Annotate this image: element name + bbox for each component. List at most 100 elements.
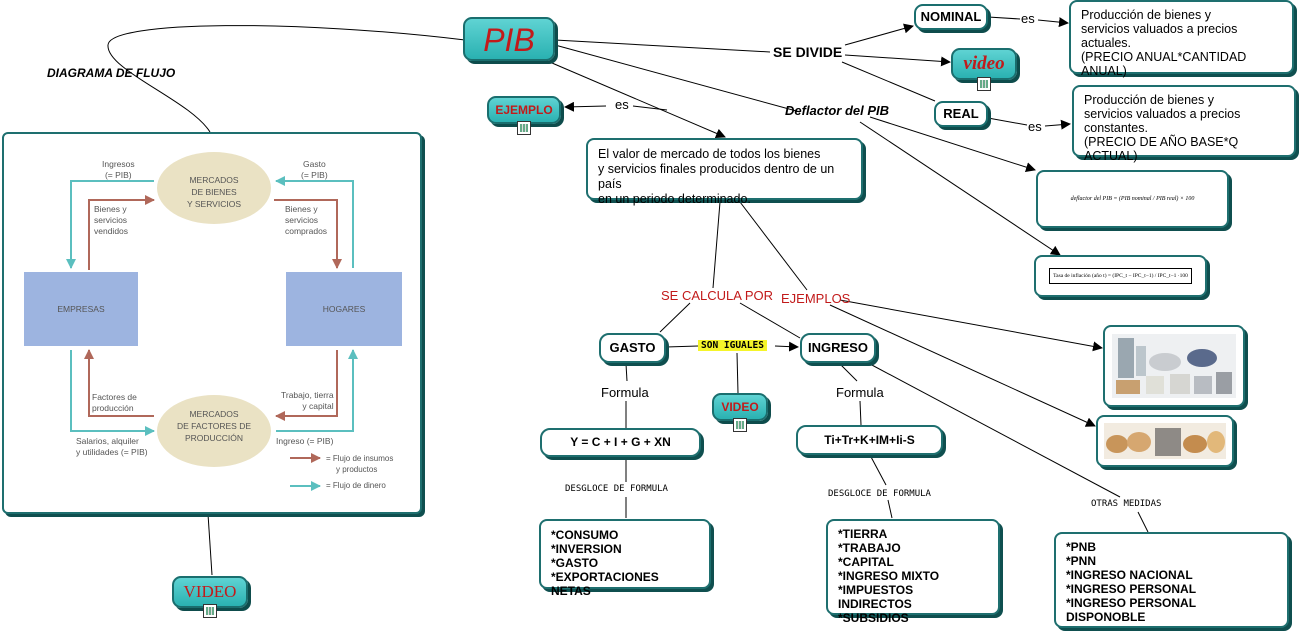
ingreso-formula-box: Ti+Tr+K+IM+Ii-S xyxy=(796,425,943,455)
diagrama-flujo-label: DIAGRAMA DE FLUJO xyxy=(47,66,176,80)
real-def-line: Producción de bienes y xyxy=(1084,93,1214,107)
video-label: video xyxy=(963,53,1005,74)
goods-market-label: MERCADOS DE BIENES Y SERVICIOS xyxy=(164,174,264,210)
trabajo-line: y capital xyxy=(302,401,334,411)
gasto-formula: Y = C + I + G + XN xyxy=(570,435,671,449)
deflactor-formula-box: deflactor del PIB = (PIB nominal / PIB r… xyxy=(1036,170,1229,228)
inflation-formula: Tasa de inflación (año t) = (IPC_t − IPC… xyxy=(1049,268,1192,284)
ingresos-line: Ingresos xyxy=(102,159,135,169)
video-node-2[interactable]: VIDEO xyxy=(712,393,768,421)
film-icon[interactable] xyxy=(517,121,531,135)
se-calcula-por-label: SE CALCULA POR xyxy=(661,288,773,303)
bread-illustration xyxy=(1104,423,1226,459)
ejemplo-node[interactable]: EJEMPLO xyxy=(487,96,561,124)
real-node[interactable]: REAL xyxy=(934,101,988,127)
nominal-def-line: servicios valuados a precios xyxy=(1081,22,1238,36)
film-icon[interactable] xyxy=(977,77,991,91)
es-nominal: es xyxy=(1021,11,1035,26)
es-ejemplo: es xyxy=(615,97,629,112)
se-divide-label: SE DIVIDE xyxy=(771,43,845,61)
film-icon[interactable] xyxy=(203,604,217,618)
gasto-items-box: *CONSUMO *INVERSION *GASTO *EXPORTACIONE… xyxy=(539,519,711,598)
gasto-label: GASTO xyxy=(609,340,656,355)
ingreso-item: *TIERRA xyxy=(838,527,888,541)
factor-market-oval xyxy=(157,395,271,467)
gasto-formula-box: Y = C + I + G + XN xyxy=(540,428,701,457)
pib-node[interactable]: PIB xyxy=(463,17,555,61)
es-real: es xyxy=(1028,119,1042,134)
ingresos-label: Ingresos (= PIB) xyxy=(102,159,135,181)
bienes-comprados-line: Bienes y xyxy=(285,204,318,214)
gasto-item: *GASTO xyxy=(551,556,599,570)
otras-item: *PNB xyxy=(1066,540,1097,554)
film-icon[interactable] xyxy=(733,418,747,432)
desgloce-label: DESGLOCE DE FORMULA xyxy=(828,489,931,499)
ingreso-item: *CAPITAL xyxy=(838,555,894,569)
factor-market-line: DE FACTORES DE xyxy=(177,421,251,431)
empresas-label: EMPRESAS xyxy=(57,304,105,314)
factores-label: Factores de producción xyxy=(92,392,137,414)
bienes-comprados-line: servicios xyxy=(285,215,319,225)
circular-flow-diagram xyxy=(24,152,402,491)
deflactor-label: Deflactor del PIB xyxy=(785,103,890,118)
trabajo-line: Trabajo, tierra xyxy=(281,390,334,400)
inflation-formula-box: Tasa de inflación (año t) = (IPC_t − IPC… xyxy=(1034,255,1207,297)
nominal-def-line: (PRECIO ANUAL*CANTIDAD ANUAL) xyxy=(1081,50,1247,78)
definition-line: en un periodo determinado. xyxy=(598,192,751,206)
bienes-vendidos-line: Bienes y xyxy=(94,204,127,214)
gasto-item: *EXPORTACIONES NETAS xyxy=(551,570,659,598)
hogares-label: HOGARES xyxy=(322,304,366,314)
ingreso-item: *INGRESO MIXTO xyxy=(838,569,940,583)
trabajo-label: Trabajo, tierra y capital xyxy=(281,390,334,412)
pib-title: PIB xyxy=(483,22,535,58)
ejemplos-label: EJEMPLOS xyxy=(781,291,851,306)
gasto-flow-line: (= PIB) xyxy=(301,170,328,180)
ingreso-items-box: *TIERRA *TRABAJO *CAPITAL *INGRESO MIXTO… xyxy=(826,519,1000,625)
nominal-node[interactable]: NOMINAL xyxy=(914,4,988,30)
gasto-node[interactable]: GASTO xyxy=(599,333,666,363)
otras-item: *INGRESO PERSONAL xyxy=(1066,582,1197,596)
legend-insumos-line: y productos xyxy=(336,465,378,474)
otras-item: *PNN xyxy=(1066,554,1097,568)
empresas-box xyxy=(24,272,138,346)
bienes-vendidos-line: vendidos xyxy=(94,226,129,236)
definition-line: y servicios finales producidos dentro de… xyxy=(598,162,835,191)
real-def-line: servicios valuados a precios xyxy=(1084,107,1241,121)
nominal-definition: Producción de bienes y servicios valuado… xyxy=(1069,0,1294,78)
real-label: REAL xyxy=(943,106,979,121)
salarios-line: Salarios, alquiler xyxy=(76,436,139,446)
nominal-label: NOMINAL xyxy=(920,9,982,24)
salarios-line: y utilidades (= PIB) xyxy=(76,447,148,457)
ingreso-node[interactable]: INGRESO xyxy=(800,333,876,363)
definition-line: El valor de mercado de todos los bienes xyxy=(598,147,821,161)
legend-insumos-line: = Flujo de insumos xyxy=(326,454,394,463)
products-illustration xyxy=(1112,334,1236,398)
son-iguales-label: SON IGUALES xyxy=(698,340,767,351)
ingreso-item: *TRABAJO xyxy=(838,541,901,555)
factores-line: producción xyxy=(92,403,134,413)
ingresos-line: (= PIB) xyxy=(104,170,132,180)
gasto-flow-label: Gasto (= PIB) xyxy=(301,159,328,181)
ingreso-item: *SUBSIDIOS xyxy=(838,611,909,625)
nominal-def-line: actuales. xyxy=(1081,36,1132,50)
video-node-1[interactable]: video xyxy=(951,48,1017,80)
nominal-def-line: Producción de bienes y xyxy=(1081,8,1211,22)
desgloce-label: DESGLOCE DE FORMULA xyxy=(565,484,668,494)
factor-market-line: MERCADOS xyxy=(189,409,239,419)
bienes-comprados-line: comprados xyxy=(285,226,328,236)
bienes-comprados-label: Bienes y servicios comprados xyxy=(285,204,327,237)
otras-medidas-label: OTRAS MEDIDAS xyxy=(1091,499,1162,509)
factores-line: Factores de xyxy=(92,392,137,402)
real-def-line: constantes. xyxy=(1084,121,1148,135)
gasto-item: *CONSUMO xyxy=(551,528,619,542)
legend-insumos-label: = Flujo de insumos y productos xyxy=(326,453,393,475)
gasto-item: *INVERSION xyxy=(551,542,622,556)
ingreso-item: *IMPUESTOS INDIRECTOS xyxy=(838,583,914,611)
otras-item: *INGRESO PERSONAL DISPONOBLE xyxy=(1066,596,1196,624)
otras-item: *INGRESO NACIONAL xyxy=(1066,568,1193,582)
ingreso-formula: Ti+Tr+K+IM+Ii-S xyxy=(824,433,915,447)
video-label: VIDEO xyxy=(183,582,237,601)
goods-market-line: DE BIENES xyxy=(191,187,237,197)
pib-definition: El valor de mercado de todos los bienes … xyxy=(586,138,863,206)
